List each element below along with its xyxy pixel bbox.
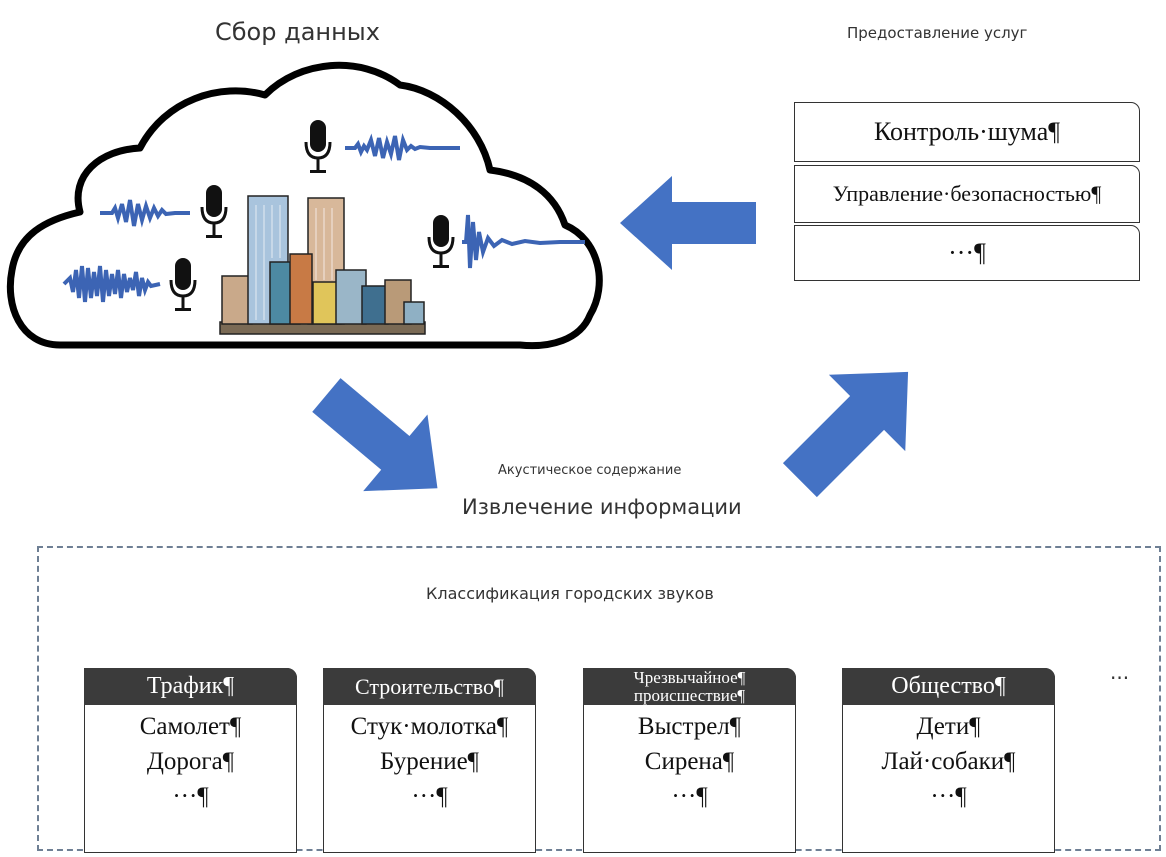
category-item: Дети¶ <box>916 713 981 740</box>
microphone-icon <box>169 258 197 311</box>
category-item: ···¶ <box>172 783 209 810</box>
microphone-icon <box>200 185 228 238</box>
service-box-noise-control: Контроль·шума¶ <box>794 102 1140 162</box>
sound-wave-icon <box>345 133 460 162</box>
category-item: Самолет¶ <box>139 713 242 740</box>
arrow-up-right-icon <box>782 371 909 498</box>
category-item: Бурение¶ <box>379 748 479 775</box>
category-item: Сирена¶ <box>644 748 735 775</box>
service-box-more: ···¶ <box>794 225 1140 281</box>
category-card-emergency: Чрезвычайное¶ происшествие¶ Выстрел¶ Сир… <box>583 668 796 853</box>
category-item: Выстрел¶ <box>637 713 742 740</box>
category-card-society: Общество¶ Дети¶ Лай·собаки¶ ···¶ <box>842 668 1055 853</box>
category-title: Чрезвычайное¶ происшествие¶ <box>583 668 796 705</box>
microphone-icon <box>304 120 332 173</box>
more-categories-ellipsis: ... <box>1110 660 1130 684</box>
category-title: Трафик¶ <box>84 668 297 705</box>
category-title-line: Чрезвычайное¶ <box>633 668 746 687</box>
sound-wave-icon <box>100 199 190 228</box>
category-item: Лай·собаки¶ <box>881 748 1016 775</box>
category-title-line: происшествие¶ <box>633 685 746 705</box>
service-box-security: Управление·безопасностью¶ <box>794 165 1140 223</box>
sound-wave-icon <box>462 214 585 269</box>
service-label: Управление·безопасностью¶ <box>832 181 1102 206</box>
arrow-left-icon <box>620 176 756 270</box>
category-card-construction: Строительство¶ Стук·молотка¶ Бурение¶ ··… <box>323 668 536 853</box>
category-item: Стук·молотка¶ <box>350 713 509 740</box>
arrow-down-right-icon <box>312 378 438 492</box>
category-card-traffic: Трафик¶ Самолет¶ Дорога¶ ···¶ <box>84 668 297 853</box>
category-item: Дорога¶ <box>146 748 235 775</box>
category-item: ···¶ <box>671 783 708 810</box>
category-title: Общество¶ <box>842 668 1055 705</box>
service-label: ···¶ <box>948 238 986 267</box>
category-title: Строительство¶ <box>323 668 536 705</box>
category-item: ···¶ <box>411 783 448 810</box>
classification-title: Классификация городских звуков <box>426 584 714 603</box>
microphone-icon <box>427 215 455 268</box>
city-skyline-icon <box>219 195 426 335</box>
info-extraction-label: Извлечение информации <box>462 495 742 519</box>
cloud-shape <box>6 61 603 350</box>
data-collection-title: Сбор данных <box>215 18 380 46</box>
service-label: Контроль·шума¶ <box>873 117 1061 146</box>
service-provision-title: Предоставление услуг <box>847 24 1028 42</box>
acoustic-content-label: Акустическое содержание <box>498 463 682 478</box>
sound-wave-icon <box>62 265 161 303</box>
category-item: ···¶ <box>930 783 967 810</box>
window-lines <box>255 205 333 320</box>
